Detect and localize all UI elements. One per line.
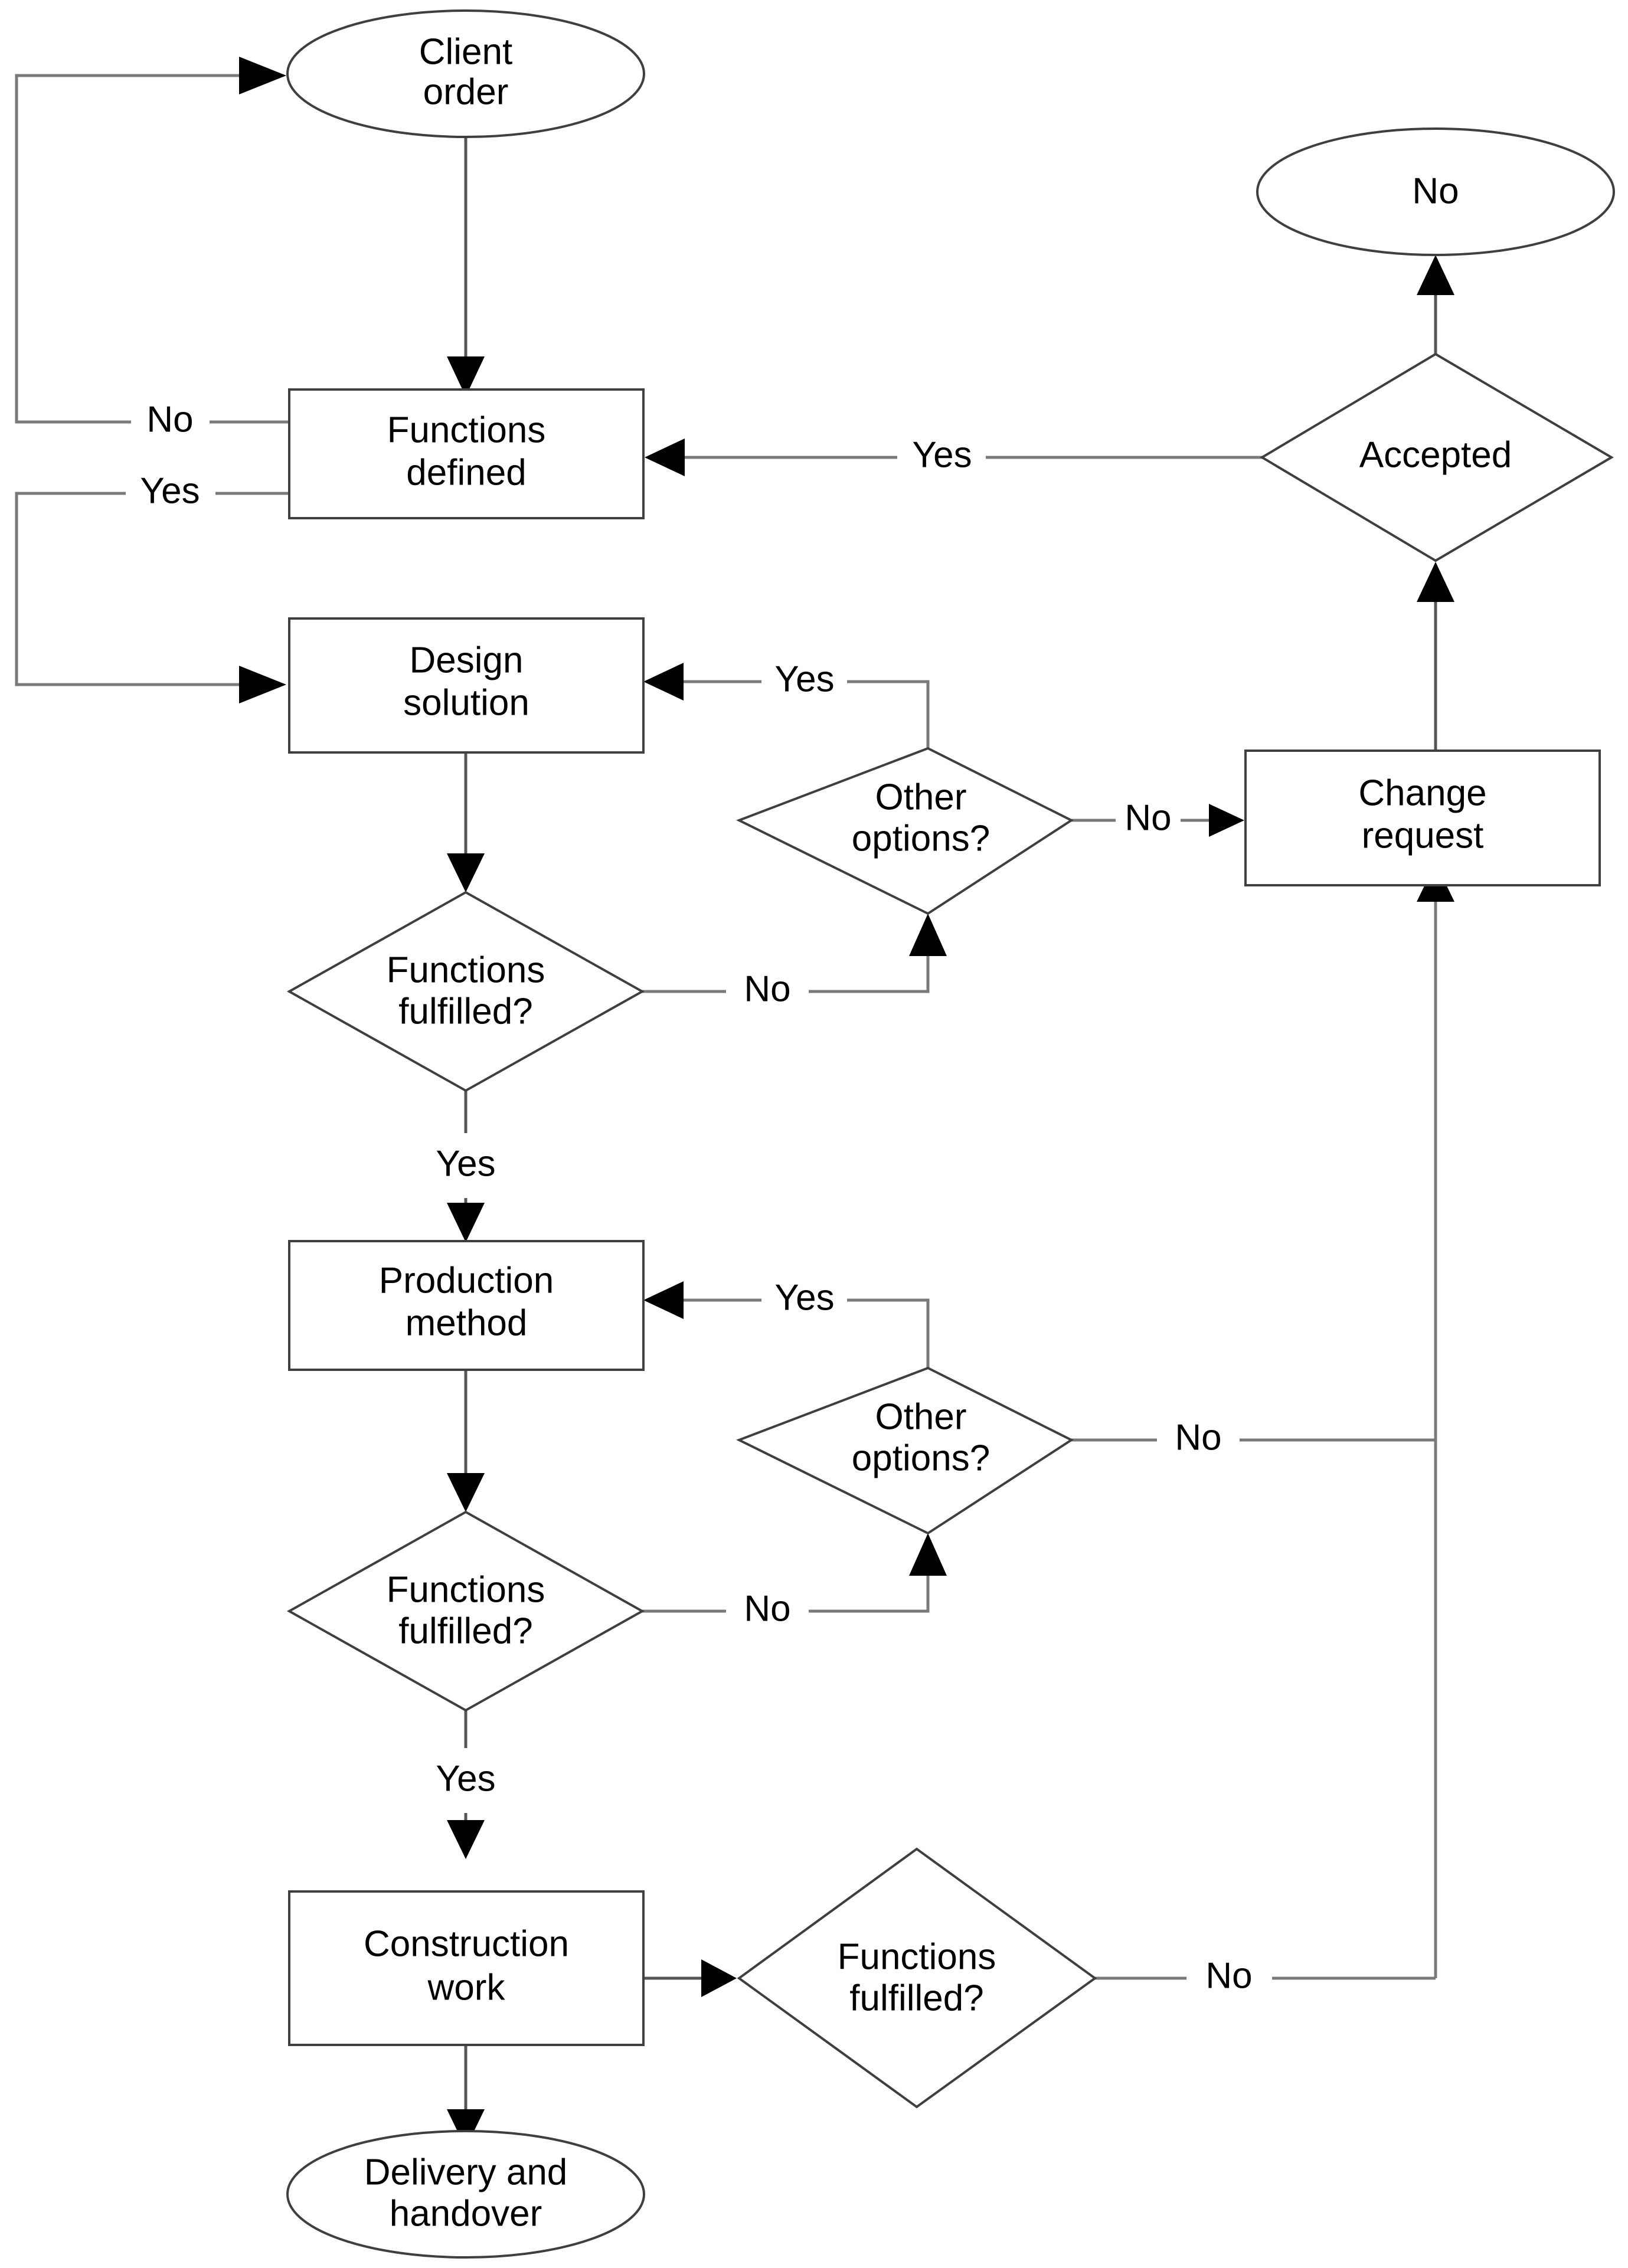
edge-functions-fulfilled-1-yes-to-production-method (447, 1091, 485, 1242)
node-design-solution[interactable]: Design solution (288, 617, 645, 754)
edge-other-options-1-yes-to-design-solution (643, 663, 930, 748)
node-design-solution-line2: solution (403, 682, 529, 723)
node-functions-fulfilled-3-line2: fulfilled? (849, 1978, 983, 2018)
node-client-order-line1: Client (419, 31, 513, 72)
edge-change-request-to-accepted (1417, 562, 1454, 751)
node-delivery-handover-line1: Delivery and (364, 2152, 568, 2192)
node-construction-work-line1: Construction (364, 1923, 569, 1964)
node-functions-fulfilled-1-line1: Functions (387, 950, 545, 990)
edge-design-solution-to-functions-fulfilled-1 (447, 752, 485, 892)
node-production-method-line2: method (406, 1302, 528, 1343)
node-production-method-line1: Production (379, 1260, 554, 1301)
edge-label-functions-fulfilled-2-yes: Yes (436, 1758, 495, 1799)
edge-functions-fulfilled-2-yes-to-construction-work (447, 1710, 485, 1859)
node-no-terminal-line1: No (1412, 171, 1459, 211)
edge-construction-work-to-functions-fulfilled-3 (642, 1959, 737, 1997)
edge-label-other-options-2-yes: Yes (774, 1277, 834, 1318)
edge-label-functions-fulfilled-3-no: No (1205, 1955, 1252, 1996)
edge-label-functions-fulfilled-2-no: No (744, 1588, 790, 1629)
node-other-options-2[interactable]: Other options? (736, 1366, 1074, 1535)
edge-functions-fulfilled-1-no-to-other-options-1 (642, 914, 947, 993)
edge-accepted-yes-to-functions-defined (645, 438, 1262, 476)
edge-construction-work-to-delivery-handover (447, 2045, 485, 2148)
edge-functions-defined-yes-to-design-solution (15, 492, 289, 703)
edge-accepted-to-no-terminal (1417, 255, 1454, 354)
node-design-solution-line1: Design (410, 640, 524, 680)
edge-client-order-to-functions-defined (447, 137, 485, 397)
node-construction-work-line2: work (427, 1967, 506, 2008)
edge-label-functions-defined-yes: Yes (140, 470, 200, 511)
node-functions-defined-line2: defined (406, 452, 526, 493)
node-production-method[interactable]: Production method (288, 1240, 645, 1371)
node-client-order[interactable]: Client order (286, 9, 645, 138)
node-delivery-handover[interactable]: Delivery and handover (286, 2130, 645, 2259)
node-accepted[interactable]: Accepted (1260, 352, 1614, 562)
edge-other-options-1-no-to-change-request (1071, 804, 1244, 837)
node-functions-fulfilled-1-line2: fulfilled? (398, 991, 532, 1032)
node-other-options-1-line1: Other (875, 777, 966, 817)
node-other-options-1[interactable]: Other options? (736, 747, 1074, 915)
edge-label-accepted-yes: Yes (912, 434, 972, 475)
node-other-options-1-line2: options? (852, 818, 990, 859)
edge-label-functions-defined-no: No (146, 399, 193, 440)
node-delivery-handover-line2: handover (390, 2193, 542, 2234)
node-other-options-2-line2: options? (852, 1438, 990, 1478)
node-accepted-line1: Accepted (1359, 434, 1512, 475)
node-functions-defined-line1: Functions (387, 410, 546, 450)
edge-functions-fulfilled-2-no-to-other-options-2 (642, 1533, 947, 1613)
edge-other-options-2-yes-to-production-method (643, 1281, 930, 1368)
node-change-request[interactable]: Change request (1244, 750, 1601, 886)
edge-functions-fulfilled-3-no-to-change-request (1095, 863, 1454, 1980)
edge-production-method-to-functions-fulfilled-2 (447, 1369, 485, 1512)
node-other-options-2-line1: Other (875, 1396, 966, 1437)
node-functions-fulfilled-3[interactable]: Functions fulfilled? (737, 1847, 1097, 2109)
edge-functions-defined-no-to-client-order (15, 57, 289, 424)
edge-label-functions-fulfilled-1-yes: Yes (436, 1143, 495, 1184)
node-change-request-line1: Change (1358, 773, 1486, 813)
node-no-terminal[interactable]: No (1256, 127, 1615, 256)
node-client-order-line2: order (423, 71, 509, 112)
node-construction-work[interactable]: Construction work (288, 1890, 645, 2046)
node-functions-fulfilled-2-line1: Functions (387, 1569, 545, 1610)
node-change-request-line2: request (1362, 815, 1484, 856)
node-functions-fulfilled-1[interactable]: Functions fulfilled? (286, 891, 645, 1092)
edge-label-other-options-1-no: No (1124, 797, 1171, 838)
node-functions-defined[interactable]: Functions defined (288, 388, 645, 519)
node-functions-fulfilled-3-line1: Functions (838, 1936, 996, 1977)
edge-label-other-options-2-no: No (1175, 1417, 1221, 1458)
node-functions-fulfilled-2[interactable]: Functions fulfilled? (286, 1510, 645, 1712)
edge-label-functions-fulfilled-1-no: No (744, 968, 790, 1009)
node-functions-fulfilled-2-line2: fulfilled? (398, 1611, 532, 1651)
edge-label-other-options-1-yes: Yes (774, 659, 834, 699)
